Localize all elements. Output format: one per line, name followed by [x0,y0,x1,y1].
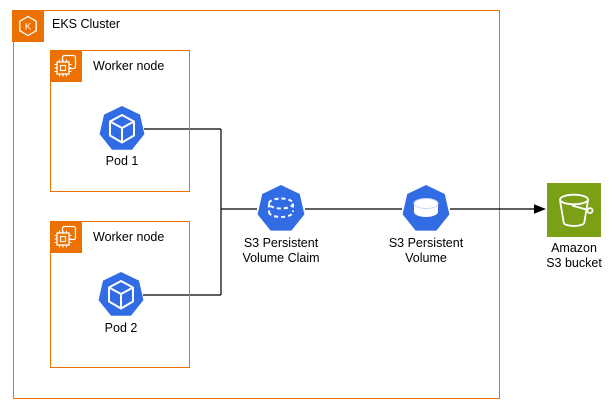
pv-label-line2: Volume [405,251,447,265]
kubernetes-pod-icon [98,272,144,318]
pv-label-line1: S3 Persistent [388,236,464,250]
svg-text:K: K [25,22,32,33]
arrowhead-icon [534,204,546,214]
pvc-label: S3 Persistent Volume Claim [221,236,341,266]
kubernetes-pod-icon [99,106,145,152]
s3-bucket-label: Amazon S3 bucket [514,241,612,271]
ec2-instance-icon [50,221,82,253]
s3-label-line1: Amazon [551,241,597,255]
pod-1-label: Pod 1 [105,154,139,168]
worker-node-2-container [50,221,190,368]
pod-2-label: Pod 2 [104,321,138,335]
persistent-volume-claim-icon [257,185,305,233]
pv-label: S3 Persistent Volume [366,236,486,266]
worker-node-1-label: Worker node [93,59,165,73]
eks-cluster-container [13,10,500,399]
worker-node-1-container [50,50,190,192]
eks-cluster-icon: K [12,10,44,42]
worker-node-2-label: Worker node [93,230,165,244]
persistent-volume-icon [402,185,450,233]
ec2-instance-icon [50,50,82,82]
s3-label-line2: S3 bucket [546,256,602,270]
pvc-label-line2: Volume Claim [242,251,320,265]
eks-cluster-label: EKS Cluster [52,17,121,31]
s3-bucket-icon [547,183,601,237]
pvc-label-line1: S3 Persistent [243,236,319,250]
